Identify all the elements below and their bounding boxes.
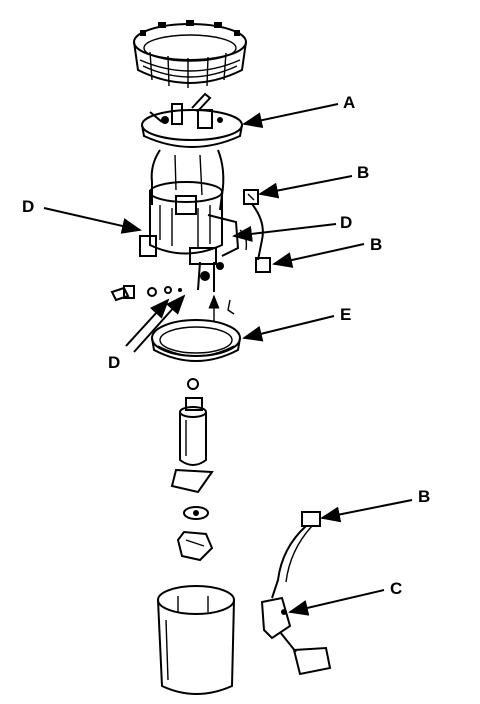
lock-ring (133, 20, 247, 88)
filter-and-reservoir (157, 506, 235, 695)
fuel-pump-motor (170, 378, 214, 494)
callout-b-lower: B (370, 235, 382, 254)
o-ring-seal (151, 319, 241, 362)
fuel-level-sender (260, 511, 332, 676)
pump-body-assembly (139, 181, 240, 292)
callout-b-upper: B (357, 163, 369, 182)
callout-e: E (340, 305, 351, 324)
callout-c: C (390, 579, 402, 598)
callout-a: A (343, 93, 355, 112)
callout-d-left: D (22, 197, 34, 216)
callout-d-right: D (340, 213, 352, 232)
callout-b-bottom: B (418, 487, 430, 506)
callout-d-lower: D (108, 353, 120, 372)
leader-arrows (43, 103, 413, 616)
support-hoses (150, 149, 225, 211)
small-fittings (110, 285, 235, 322)
pump-flange-cover (141, 92, 243, 148)
upper-wire-harness (239, 189, 271, 273)
